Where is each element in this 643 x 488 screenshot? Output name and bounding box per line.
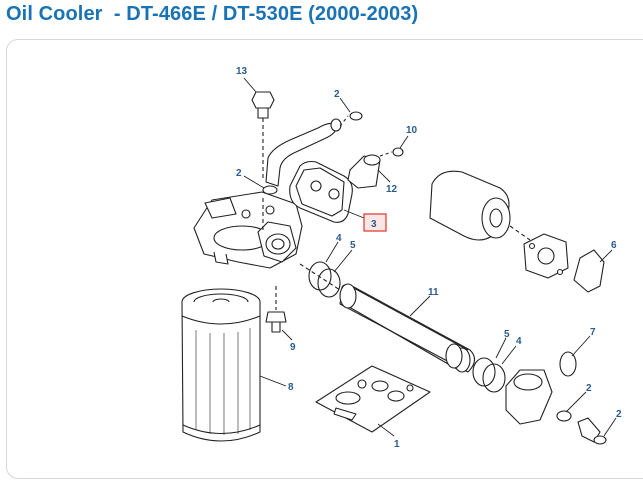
callout-3[interactable]: 3	[371, 219, 377, 230]
o-rings-left-drawing	[308, 261, 341, 298]
callout-2-bottom[interactable]: 2	[616, 409, 622, 420]
banjo-bolt-drawing	[251, 91, 278, 230]
callout-7[interactable]: 7	[590, 327, 596, 338]
callout-1[interactable]: 1	[394, 439, 400, 450]
callout-5-right[interactable]: 5	[504, 329, 510, 340]
callout-4-right[interactable]: 4	[516, 336, 522, 347]
filter-housing-drawing	[193, 191, 303, 269]
thermostat-housing-drawing	[505, 351, 607, 445]
callout-5-left[interactable]: 5	[350, 240, 356, 251]
drain-plug-drawing	[265, 286, 287, 333]
oil-cooler-drawing	[299, 263, 476, 373]
callout-11[interactable]: 11	[428, 287, 439, 298]
adapter-drawing	[347, 147, 404, 189]
leader-lines	[243, 77, 617, 437]
callout-10[interactable]: 10	[406, 125, 418, 136]
callout-4-left[interactable]: 4	[336, 233, 342, 244]
o-rings-right-drawing	[472, 357, 506, 393]
page-title: Oil Cooler - DT-466E / DT-530E (2000-200…	[6, 3, 419, 25]
filter-element-drawing	[429, 170, 531, 241]
gasket-kit-drawing	[315, 365, 431, 433]
callout-8[interactable]: 8	[288, 382, 294, 393]
oil-filter-drawing	[181, 288, 261, 442]
gasket-drawing	[289, 160, 353, 223]
callout-labels: 13 2 10 2 12 3 4 5 6 11 9 8 5 4 7 2 1 2	[236, 66, 622, 450]
callout-12[interactable]: 12	[386, 184, 398, 195]
cover-plate-drawing	[523, 233, 605, 293]
callout-2-right[interactable]: 2	[586, 383, 592, 394]
callout-2-top[interactable]: 2	[334, 89, 340, 100]
callout-6[interactable]: 6	[611, 240, 617, 251]
callout-13[interactable]: 13	[236, 66, 248, 77]
oil-tube-drawing	[265, 111, 363, 187]
selected-callout-highlight	[363, 213, 387, 232]
callout-2-bolt[interactable]: 2	[236, 168, 242, 179]
callout-9[interactable]: 9	[290, 342, 296, 353]
